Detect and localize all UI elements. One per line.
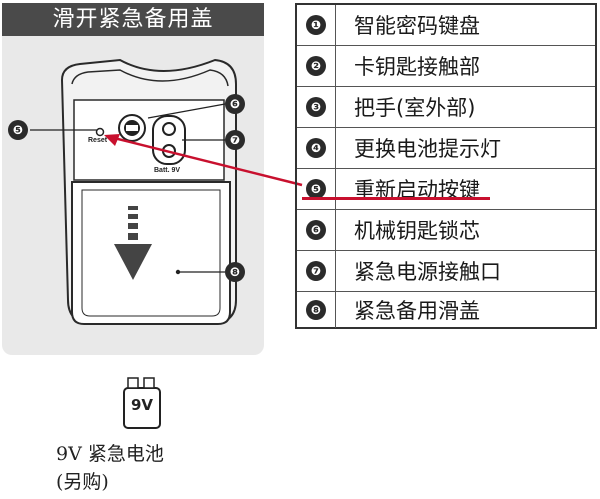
callout-8: ❽ [225,262,245,282]
battery-icon-text: 9V [130,396,154,414]
legend-label: 卡钥匙接触部 [354,55,480,79]
legend-label: 紧急电源接触口 [354,260,501,284]
legend-row: ❸ 把手(室外部) [297,86,595,127]
callout-6: ❻ [225,94,245,114]
legend-row: ❻ 机械钥匙锁芯 [297,209,595,250]
legend-label: 机械钥匙锁芯 [354,219,480,243]
legend-row: ❹ 更换电池提示灯 [297,127,595,168]
illustration-panel [2,3,264,355]
legend-row: ❺ 重新启动按键 [297,168,595,209]
legend-num: ❷ [306,56,326,76]
legend-row: ❷ 卡钥匙接触部 [297,45,595,86]
callout-7: ❼ [225,130,245,150]
legend-num: ❺ [306,179,326,199]
reset-label: Reset [88,137,108,144]
battery-caption: 9V 紧急电池 (另购) [56,440,164,496]
parts-legend-table: ❶ 智能密码键盘 ❷ 卡钥匙接触部 ❸ 把手(室外部) ❹ 更换电池提示灯 ❺ … [295,3,597,329]
panel-title: 滑开紧急备用盖 [2,3,264,36]
legend-num: ❹ [306,138,326,158]
legend-label: 更换电池提示灯 [354,137,501,161]
legend-num: ❽ [306,300,326,320]
highlight-underline [302,197,490,200]
legend-num: ❸ [306,97,326,117]
legend-num: ❶ [306,15,326,35]
battery-caption-line2: (另购) [56,471,109,493]
reset-button [95,127,105,137]
legend-label: 把手(室外部) [354,96,476,120]
battery-contact-label: Batt. 9V [154,167,181,174]
legend-label: 智能密码键盘 [354,14,480,38]
legend-row: ❽ 紧急备用滑盖 [297,291,595,328]
callout-5: ❺ [8,120,28,140]
legend-num: ❼ [306,261,326,281]
battery-caption-line1: 9V 紧急电池 [56,443,164,465]
legend-row: ❶ 智能密码键盘 [297,5,595,45]
legend-row: ❼ 紧急电源接触口 [297,250,595,291]
legend-num: ❻ [306,220,326,240]
legend-label: 紧急备用滑盖 [354,299,480,323]
